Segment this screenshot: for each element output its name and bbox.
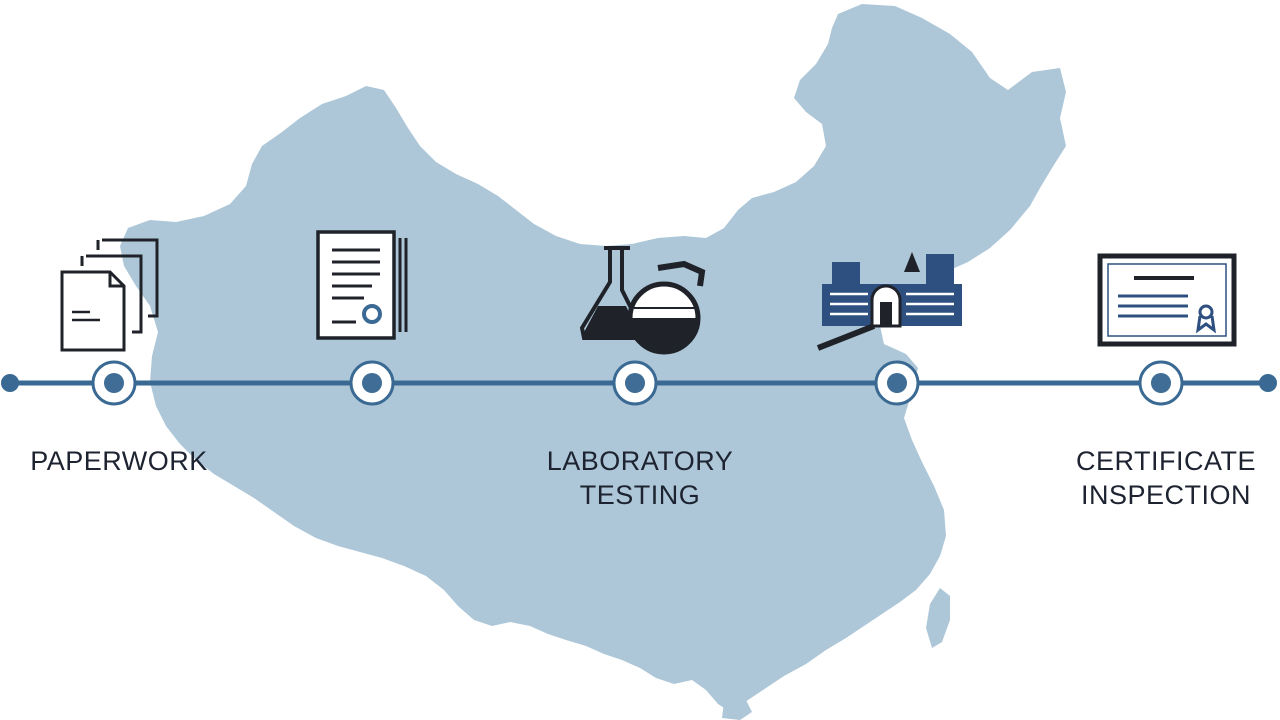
- timeline-start-dot: [1, 374, 19, 392]
- timeline-node-2: [349, 360, 395, 406]
- timeline-node-4: [874, 360, 920, 406]
- lab-flasks-icon: [579, 246, 706, 355]
- step-label-paperwork: PAPERWORK: [30, 446, 208, 476]
- taiwan-island-shape: [926, 588, 950, 648]
- step-label-certificate-inspection: CERTIFICATE INSPECTION: [1075, 446, 1256, 510]
- hainan-island-shape: [722, 700, 752, 720]
- timeline-end-dot: [1259, 374, 1277, 392]
- china-map-shape: [120, 4, 1066, 712]
- step-label-laboratory-testing: LABORATORY TESTING: [546, 446, 734, 510]
- certificate-icon: [1097, 253, 1237, 347]
- document-seal-icon: [316, 230, 408, 340]
- timeline-node-3: [612, 360, 658, 406]
- documents-stack-icon: [60, 238, 159, 352]
- timeline-node-5: [1138, 360, 1184, 406]
- timeline-node-1: [91, 360, 137, 406]
- factory-inspection-icon: [816, 252, 962, 351]
